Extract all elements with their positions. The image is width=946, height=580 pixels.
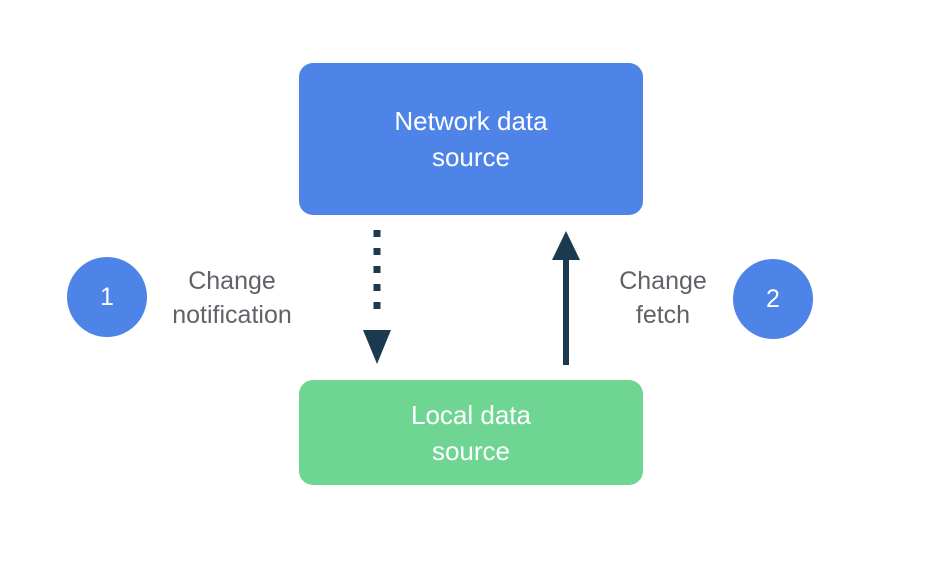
change-notification-arrowhead-icon — [363, 330, 391, 364]
step-2-number: 2 — [766, 284, 780, 313]
network-data-source-node: Network data source — [299, 63, 643, 215]
change-notification-label: Change notification — [172, 267, 292, 329]
step-1-number: 1 — [100, 282, 114, 311]
change-fetch-label: Change fetch — [619, 267, 707, 329]
local-node-label: Local data source — [411, 399, 531, 466]
local-data-source-node: Local data source — [299, 380, 643, 485]
network-node-label: Network data source — [394, 106, 548, 172]
step-2-badge: 2 — [733, 259, 813, 339]
step-1-badge: 1 — [67, 257, 147, 337]
change-fetch-arrowhead-icon — [552, 231, 580, 260]
